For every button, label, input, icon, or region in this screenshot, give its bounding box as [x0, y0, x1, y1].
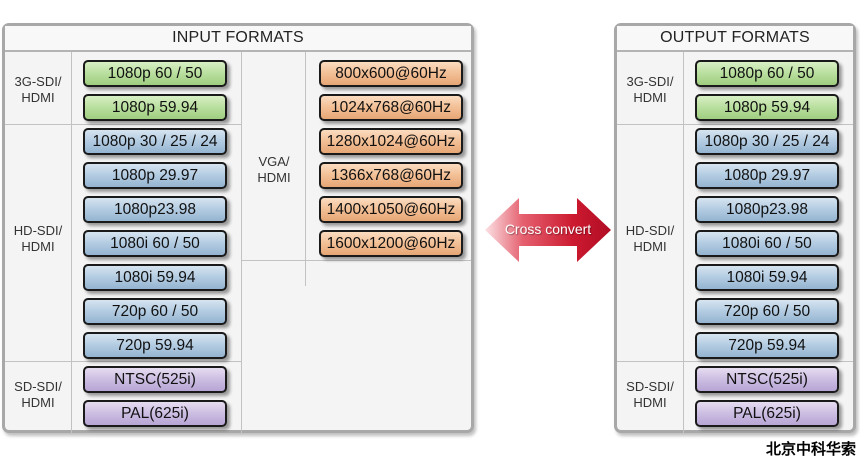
input-sd-label: SD-SDI/HDMI: [14, 379, 62, 410]
output-format-3g-1: 1080p 60 / 50: [695, 60, 839, 87]
input-3g-label: 3G-SDI/HDMI: [14, 74, 62, 105]
output-format-hd-5: 1080i 59.94: [695, 264, 839, 291]
input-divider-hd-sd: [5, 361, 241, 362]
input-format-vga-3: 1280x1024@60Hz: [319, 128, 463, 155]
input-format-hd-3: 1080p23.98: [83, 196, 227, 223]
output-format-hd-3: 1080p23.98: [695, 196, 839, 223]
output-hd-label: HD-SDI/HDMI: [625, 223, 675, 254]
input-hd-label: HD-SDI/HDMI: [13, 223, 63, 254]
watermark-text: 北京中科华索: [766, 440, 857, 458]
output-format-sd-2: PAL(625i): [695, 400, 839, 427]
cross-convert-arrow: Cross convert: [483, 196, 613, 264]
output-3g-label: 3G-SDI/HDMI: [626, 74, 674, 105]
output-format-hd-6: 720p 60 / 50: [695, 298, 839, 325]
input-format-vga-2: 1024x768@60Hz: [319, 94, 463, 121]
input-format-3g-2: 1080p 59.94: [83, 94, 227, 121]
input-vga-label: VGA/HDMI: [257, 154, 291, 185]
input-format-3g-1: 1080p 60 / 50: [83, 60, 227, 87]
input-divider-label-col: [71, 52, 72, 433]
output-formats-panel: OUTPUT FORMATS 3G-SDI/HDMI HD-SDI/HDMI S…: [614, 23, 856, 433]
output-formats-title: OUTPUT FORMATS: [617, 26, 853, 52]
input-format-hd-5: 1080i 59.94: [83, 264, 227, 291]
input-divider-vga-label-col: [305, 52, 306, 286]
output-format-hd-4: 1080i 60 / 50: [695, 230, 839, 257]
input-format-vga-6: 1600x1200@60Hz: [319, 230, 463, 257]
input-formats-title: INPUT FORMATS: [5, 26, 471, 52]
output-format-3g-2: 1080p 59.94: [695, 94, 839, 121]
cross-convert-label: Cross convert: [504, 221, 592, 237]
input-format-vga-5: 1400x1050@60Hz: [319, 196, 463, 223]
input-format-hd-7: 720p 59.94: [83, 332, 227, 359]
input-format-hd-1: 1080p 30 / 25 / 24: [83, 128, 227, 155]
output-format-sd-1: NTSC(525i): [695, 366, 839, 393]
output-format-hd-2: 1080p 29.97: [695, 162, 839, 189]
output-format-hd-7: 720p 59.94: [695, 332, 839, 359]
output-format-hd-1: 1080p 30 / 25 / 24: [695, 128, 839, 155]
input-format-sd-1: NTSC(525i): [83, 366, 227, 393]
input-divider-3g-hd: [5, 124, 241, 125]
output-divider-3g-hd: [617, 124, 853, 125]
input-formats-panel: INPUT FORMATS 3G-SDI/HDMI HD-SDI/HDMI SD…: [2, 23, 474, 433]
double-arrow-icon: [485, 198, 611, 262]
input-format-vga-1: 800x600@60Hz: [319, 60, 463, 87]
input-format-hd-6: 720p 60 / 50: [83, 298, 227, 325]
input-divider-vga-bottom: [241, 260, 471, 261]
output-divider-hd-sd: [617, 361, 853, 362]
input-format-vga-4: 1366x768@60Hz: [319, 162, 463, 189]
output-sd-label: SD-SDI/HDMI: [626, 379, 674, 410]
input-format-hd-2: 1080p 29.97: [83, 162, 227, 189]
output-divider-label-col: [683, 52, 684, 433]
input-divider-vga-col: [241, 52, 242, 433]
input-format-sd-2: PAL(625i): [83, 400, 227, 427]
input-format-hd-4: 1080i 60 / 50: [83, 230, 227, 257]
